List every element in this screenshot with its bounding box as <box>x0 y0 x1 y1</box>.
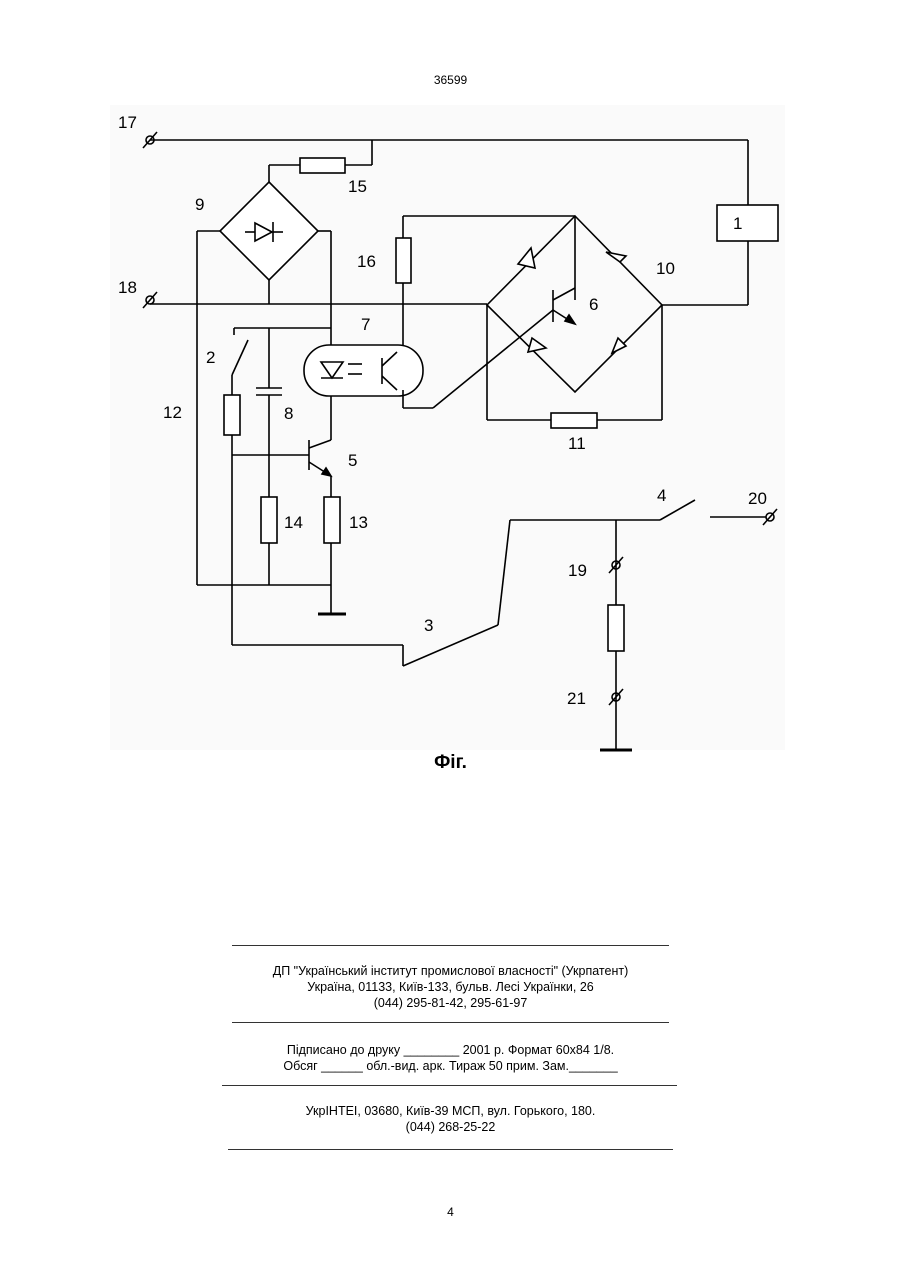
divider <box>232 1022 669 1023</box>
figure-caption: Фіг. <box>0 752 901 774</box>
imprint-org-line-3: (044) 295-81-42, 295-61-97 <box>0 995 901 1011</box>
label-21: 21 <box>567 689 586 708</box>
label-16: 16 <box>357 252 376 271</box>
label-4: 4 <box>657 486 666 505</box>
label-19: 19 <box>568 561 587 580</box>
optocoupler-7 <box>304 345 423 396</box>
imprint-press-line-1: УкрІНТЕІ, 03680, Київ-39 МСП, вул. Горьк… <box>0 1103 901 1119</box>
load-1 <box>717 205 778 241</box>
label-5: 5 <box>348 451 357 470</box>
label-14: 14 <box>284 513 303 532</box>
label-10: 10 <box>656 259 675 278</box>
divider <box>222 1085 677 1086</box>
imprint-print-line-1: Підписано до друку ________ 2001 р. Форм… <box>0 1042 901 1058</box>
resistor-15 <box>300 158 345 173</box>
resistor-2 <box>224 395 240 435</box>
label-7: 7 <box>361 315 370 334</box>
imprint-press-line-2: (044) 268-25-22 <box>0 1119 901 1135</box>
label-6: 6 <box>589 295 598 314</box>
label-9: 9 <box>195 195 204 214</box>
label-1: 1 <box>733 214 742 233</box>
label-11: 11 <box>568 434 586 453</box>
resistor-16 <box>396 238 411 283</box>
label-17: 17 <box>118 113 137 132</box>
document-number: 36599 <box>0 73 901 87</box>
divider <box>228 1149 673 1150</box>
divider <box>232 945 669 946</box>
imprint-org-line-1: ДП "Український інститут промислової вла… <box>0 963 901 979</box>
resistor-rx <box>608 605 624 651</box>
resistor-14 <box>261 497 277 543</box>
resistor-13 <box>324 497 340 543</box>
label-8: 8 <box>284 404 293 423</box>
imprint-org-line-2: Україна, 01133, Київ-133, бульв. Лесі Ук… <box>0 979 901 995</box>
label-15: 15 <box>348 177 367 196</box>
circuit-schematic: 17 18 1 9 15 16 10 6 7 2 12 8 11 5 4 20 … <box>110 105 790 755</box>
imprint-print-line-2: Обсяг ______ обл.-вид. арк. Тираж 50 при… <box>0 1058 901 1074</box>
label-2: 2 <box>206 348 215 367</box>
label-20: 20 <box>748 489 767 508</box>
page-number: 4 <box>0 1205 901 1219</box>
label-12: 12 <box>163 403 182 422</box>
resistor-11 <box>551 413 597 428</box>
label-3: 3 <box>424 616 433 635</box>
label-13: 13 <box>349 513 368 532</box>
label-18: 18 <box>118 278 137 297</box>
